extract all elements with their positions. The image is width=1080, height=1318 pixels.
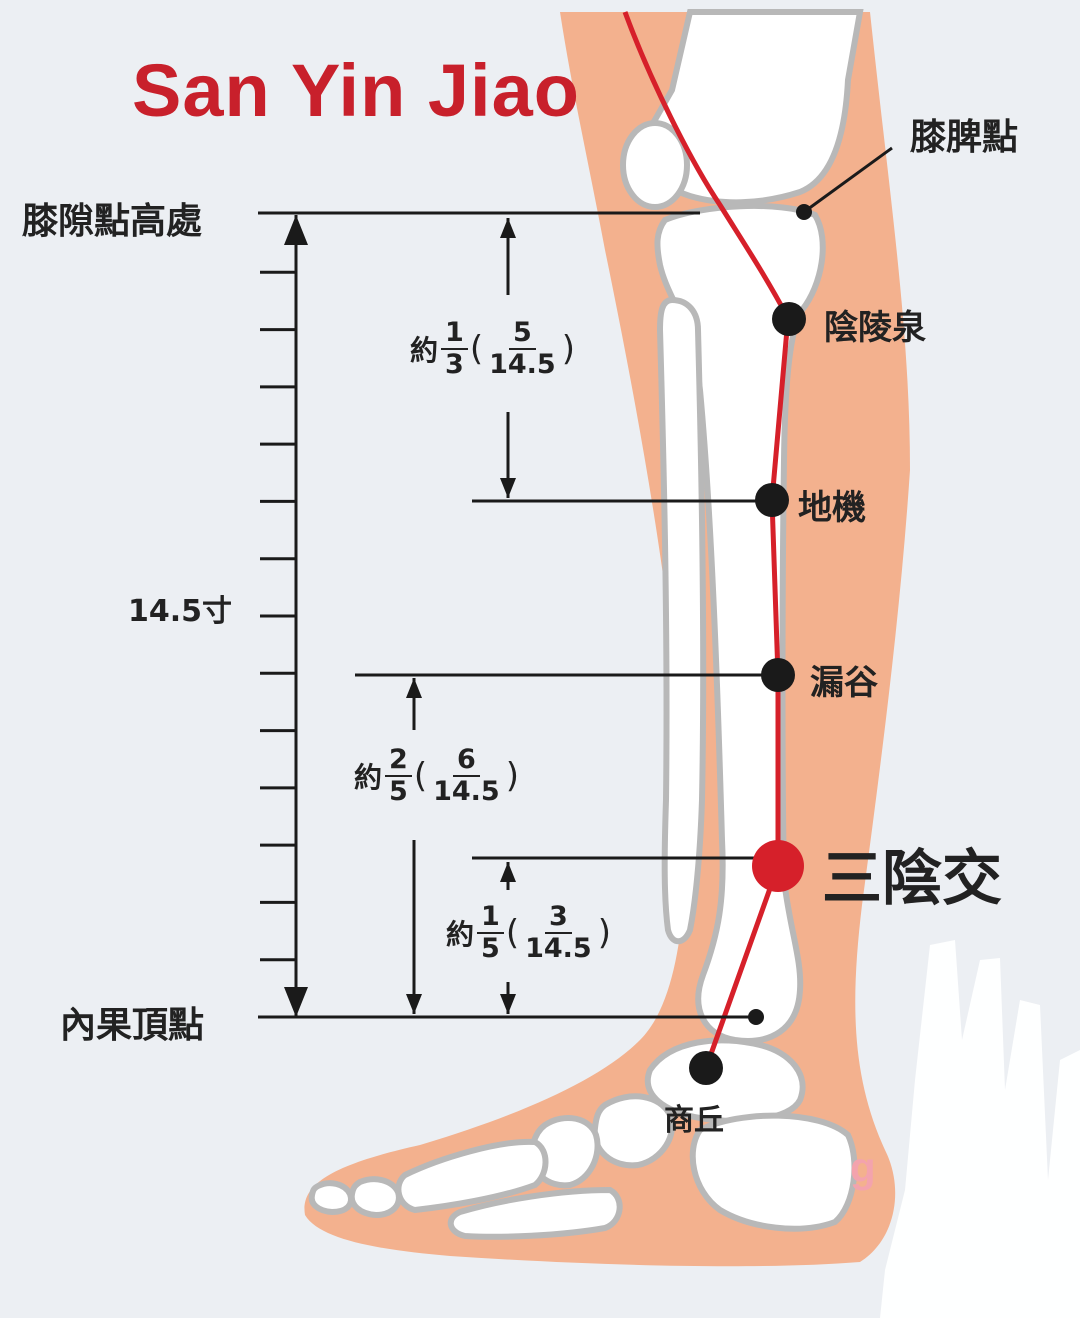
toe-phalanx-1: [352, 1179, 399, 1215]
label-diji: 地機: [798, 480, 866, 529]
fraction-lower-num: 1: [477, 902, 504, 934]
fraction-lower-pnum: 3: [545, 902, 572, 934]
fraction-upper-pnum: 5: [509, 318, 536, 350]
acupoint-sanyinjiao: [752, 840, 804, 892]
fibula-bone: [660, 300, 703, 941]
fraction-middle-pnum: 6: [453, 745, 480, 777]
navicular-bone: [595, 1096, 672, 1165]
label-shangqiu: 商丘: [664, 1095, 724, 1139]
fraction-upper-pden: 14.5: [485, 350, 560, 380]
patella-point-dot: [796, 204, 812, 220]
label-knee-gap-high: 膝隙點高處: [22, 192, 202, 244]
fraction-upper-den: 3: [441, 350, 468, 380]
fraction-lower-den: 5: [477, 934, 504, 964]
ruler-ticks: [260, 272, 296, 959]
label-yinlingquan: 陰陵泉: [824, 300, 926, 349]
fraction-middle-pden: 14.5: [429, 777, 504, 807]
label-lougu: 漏谷: [810, 655, 878, 704]
acupoint-diji: [755, 483, 789, 517]
fraction-lower-prefix: 約: [446, 913, 474, 953]
fraction-upper-prefix: 約: [410, 329, 438, 369]
fraction-upper-num: 1: [441, 318, 468, 350]
ankle-top-dot: [748, 1009, 764, 1025]
brush-smudge: [880, 940, 1080, 1318]
label-inner-ankle-top: 內果頂點: [60, 996, 204, 1048]
fraction-lower-pden: 14.5: [521, 934, 596, 964]
fraction-middle-prefix: 約: [354, 756, 382, 796]
toe-phalanx-2: [312, 1183, 351, 1212]
faint-watermark: g: [850, 1144, 876, 1191]
label-sanyinjiao: 三陰交: [822, 830, 1002, 917]
fraction-middle-den: 5: [385, 777, 412, 807]
label-patella-point: 膝脾點: [910, 108, 1018, 160]
acupoint-yinlingquan: [772, 302, 806, 336]
fraction-middle-num: 2: [385, 745, 412, 777]
acupoint-lougu: [761, 658, 795, 692]
acupoint-shangqiu: [689, 1051, 723, 1085]
label-total-length: 14.5寸: [128, 586, 232, 630]
diagram-title: San Yin Jiao: [132, 48, 580, 133]
